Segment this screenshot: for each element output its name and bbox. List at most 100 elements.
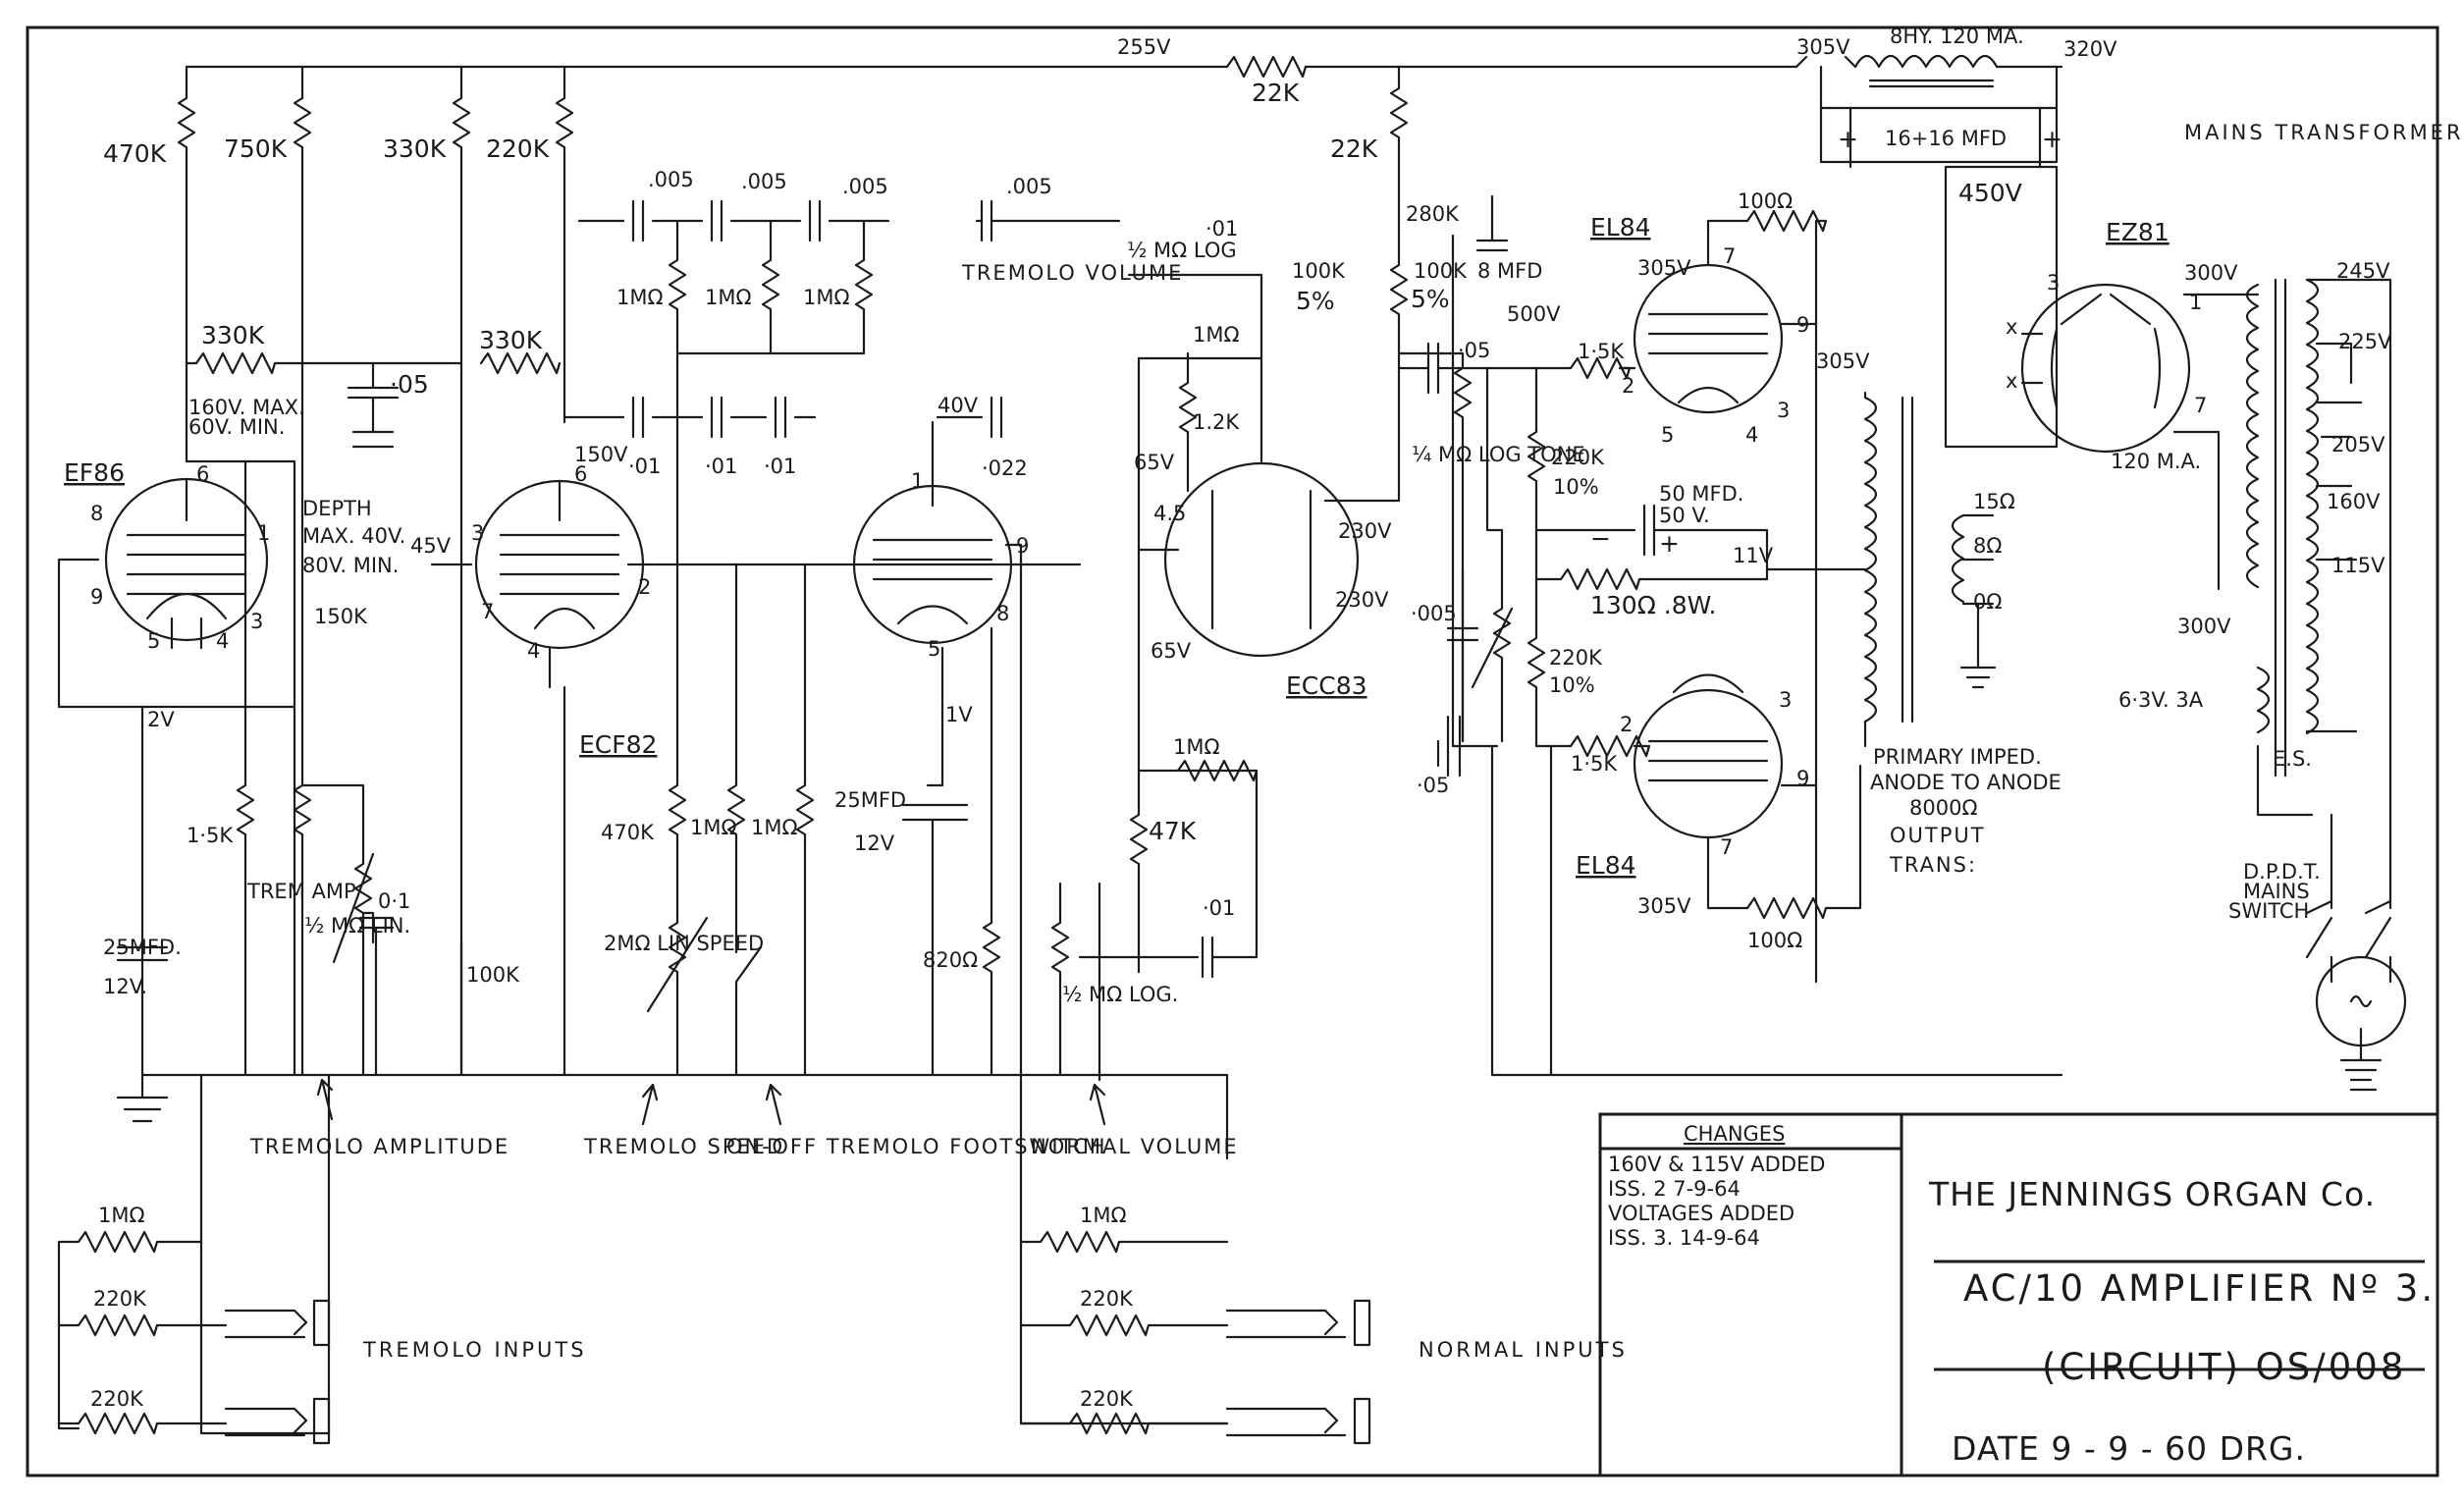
arrow-normal-volume: [1089, 1083, 1106, 1126]
label-heater: 6·3V. 3A: [2118, 688, 2204, 712]
label-1m-1: 1MΩ: [616, 286, 664, 309]
model-name: AC/10 AMPLIFIER Nº 3.: [1963, 1267, 2436, 1310]
label-47k: 47K: [1149, 817, 1197, 845]
label-ef86: EF86: [64, 458, 125, 487]
label-01-a: ·01: [1205, 217, 1238, 241]
pin-4-d: 4: [1745, 423, 1758, 447]
label-160v: 160V: [2327, 490, 2381, 513]
change-line-3: VOLTAGES ADDED: [1608, 1202, 1794, 1225]
pin-3-e: 3: [1779, 688, 1792, 712]
driver-cathode: [901, 543, 1023, 1077]
label-15-ohm: 15Ω: [1973, 490, 2015, 513]
label-220k-d: 220K: [1549, 646, 1603, 670]
label-230v-b: 230V: [1335, 588, 1389, 612]
pin-7-b: 7: [481, 600, 494, 623]
drawing-border: [26, 26, 2439, 1477]
tube-ecc83: [1127, 273, 1360, 974]
drawing-date: DATE 9 - 9 - 60 DRG.: [1952, 1429, 2306, 1468]
label-tremolo-amplitude: TREMOLO AMPLITUDE: [249, 1135, 509, 1158]
label-005-4: .005: [1006, 175, 1052, 198]
label-022: ·022: [982, 456, 1028, 480]
label-45v: 45V: [410, 534, 452, 558]
label-280k: 280K: [1406, 202, 1460, 226]
label-4-5: 4.5: [1153, 502, 1186, 525]
label-input-220k-d: 220K: [1080, 1387, 1134, 1411]
pin-8-c: 8: [996, 602, 1009, 625]
pin-9-e: 9: [1796, 767, 1809, 790]
label-tremolo-speed: TREMOLO SPEED: [583, 1135, 784, 1158]
label-130-8w: 130Ω .8W.: [1590, 591, 1716, 619]
bias-network: [1527, 366, 1818, 758]
label-225v: 225V: [2338, 330, 2392, 353]
label-01-e: ·01: [1203, 896, 1235, 920]
label-10pct-b: 10%: [1549, 673, 1595, 697]
label-330k-c: 330K: [479, 326, 543, 354]
label-470k-b: 470K: [601, 821, 655, 844]
voltage-255v: 255V: [1117, 35, 1171, 59]
tube-ez81: [2020, 283, 2260, 591]
smoothing-choke: [1853, 54, 2063, 88]
label-1m-c: 1MΩ: [751, 816, 798, 839]
label-1-5k-a: 1·5K: [1578, 340, 1625, 363]
pin-9-d: 9: [1796, 313, 1809, 337]
label-ez81: EZ81: [2106, 218, 2169, 246]
label-22k-side: 22K: [1330, 134, 1378, 163]
label-primary-2: ANODE TO ANODE: [1870, 771, 2062, 794]
mains-switch[interactable]: [2305, 872, 2407, 1092]
cap-plus-b: +: [2042, 125, 2062, 153]
cathode-feedback-network: [185, 351, 562, 449]
pin-5-c: 5: [928, 637, 940, 661]
change-line-2: ISS. 2 7-9-64: [1608, 1177, 1741, 1201]
label-mains-transformer: MAINS TRANSFORMER: [2184, 121, 2464, 144]
tube-el84-upper: [1618, 209, 1867, 984]
label-1m-3: 1MΩ: [803, 286, 850, 309]
label-el84-b: EL84: [1576, 851, 1636, 880]
label-305v-b: 305V: [1816, 349, 1870, 373]
tube-ef86: [57, 459, 296, 709]
label-005-3: .005: [842, 175, 888, 198]
mains-transformer: [2245, 278, 2392, 876]
label-primary-3: 8000Ω: [1909, 796, 1978, 820]
label-305v-a: 305V: [1637, 256, 1691, 280]
pin-1-c: 1: [911, 469, 924, 493]
resistor-22k-series: [1225, 55, 1308, 79]
label-05-a: ·05: [390, 370, 429, 399]
pin-3-d: 3: [1777, 399, 1790, 422]
phase-shift-network: [562, 199, 1121, 439]
reservoir-cap-box: [1819, 65, 2059, 449]
label-input-220k-c: 220K: [1080, 1287, 1134, 1311]
label-25mfd-b: 25MFD: [834, 788, 906, 812]
normal-volume-text: NORMAL VOLUME: [1031, 1135, 1239, 1158]
label-150v: 150V: [574, 443, 628, 466]
arrow-footswitch: [765, 1083, 782, 1126]
label-dpdt-2: MAINS: [2243, 880, 2310, 903]
arrow-tremolo-speed: [641, 1083, 659, 1126]
label-60v-min: 60V. MIN.: [188, 415, 285, 439]
label-005-1: .005: [648, 168, 694, 191]
label-01-c: ·01: [705, 455, 737, 478]
pin-8-a: 8: [90, 502, 103, 525]
label-half-meg-lin: ½ MΩ LIN.: [304, 914, 410, 938]
label-500v-b: 500V: [1507, 302, 1561, 326]
label-8-ohm: 8Ω: [1973, 534, 2002, 558]
pin-9-c: 9: [1016, 534, 1029, 558]
label-330k-b: 330K: [201, 321, 265, 349]
label-input-220k-a: 220K: [93, 1287, 147, 1311]
label-230v-a: 230V: [1338, 519, 1392, 543]
pin-9-a: 9: [90, 585, 103, 609]
label-input-1m-a: 1MΩ: [98, 1204, 145, 1227]
label-160v-max: 160V. MAX.: [188, 396, 305, 419]
speed-controls: [562, 351, 815, 1077]
tremolo-speed-text: TREMOLO SPEED: [583, 1135, 784, 1158]
pin-3-a: 3: [250, 610, 263, 633]
ef86-anode-loads: [177, 65, 574, 1077]
drawing-number: (CIRCUIT) OS/008: [2042, 1346, 2406, 1388]
label-50v: 50 V.: [1659, 504, 1710, 527]
pin-4-a: 4: [216, 629, 229, 653]
cap-plus-c: +: [1659, 529, 1680, 558]
tremolo-inputs-text: TREMOLO INPUTS: [362, 1338, 587, 1362]
change-line-4: ISS. 3. 14-9-64: [1608, 1226, 1760, 1250]
label-8mfd-b: 8 MFD: [1477, 259, 1542, 283]
pin-6-a: 6: [196, 462, 209, 486]
